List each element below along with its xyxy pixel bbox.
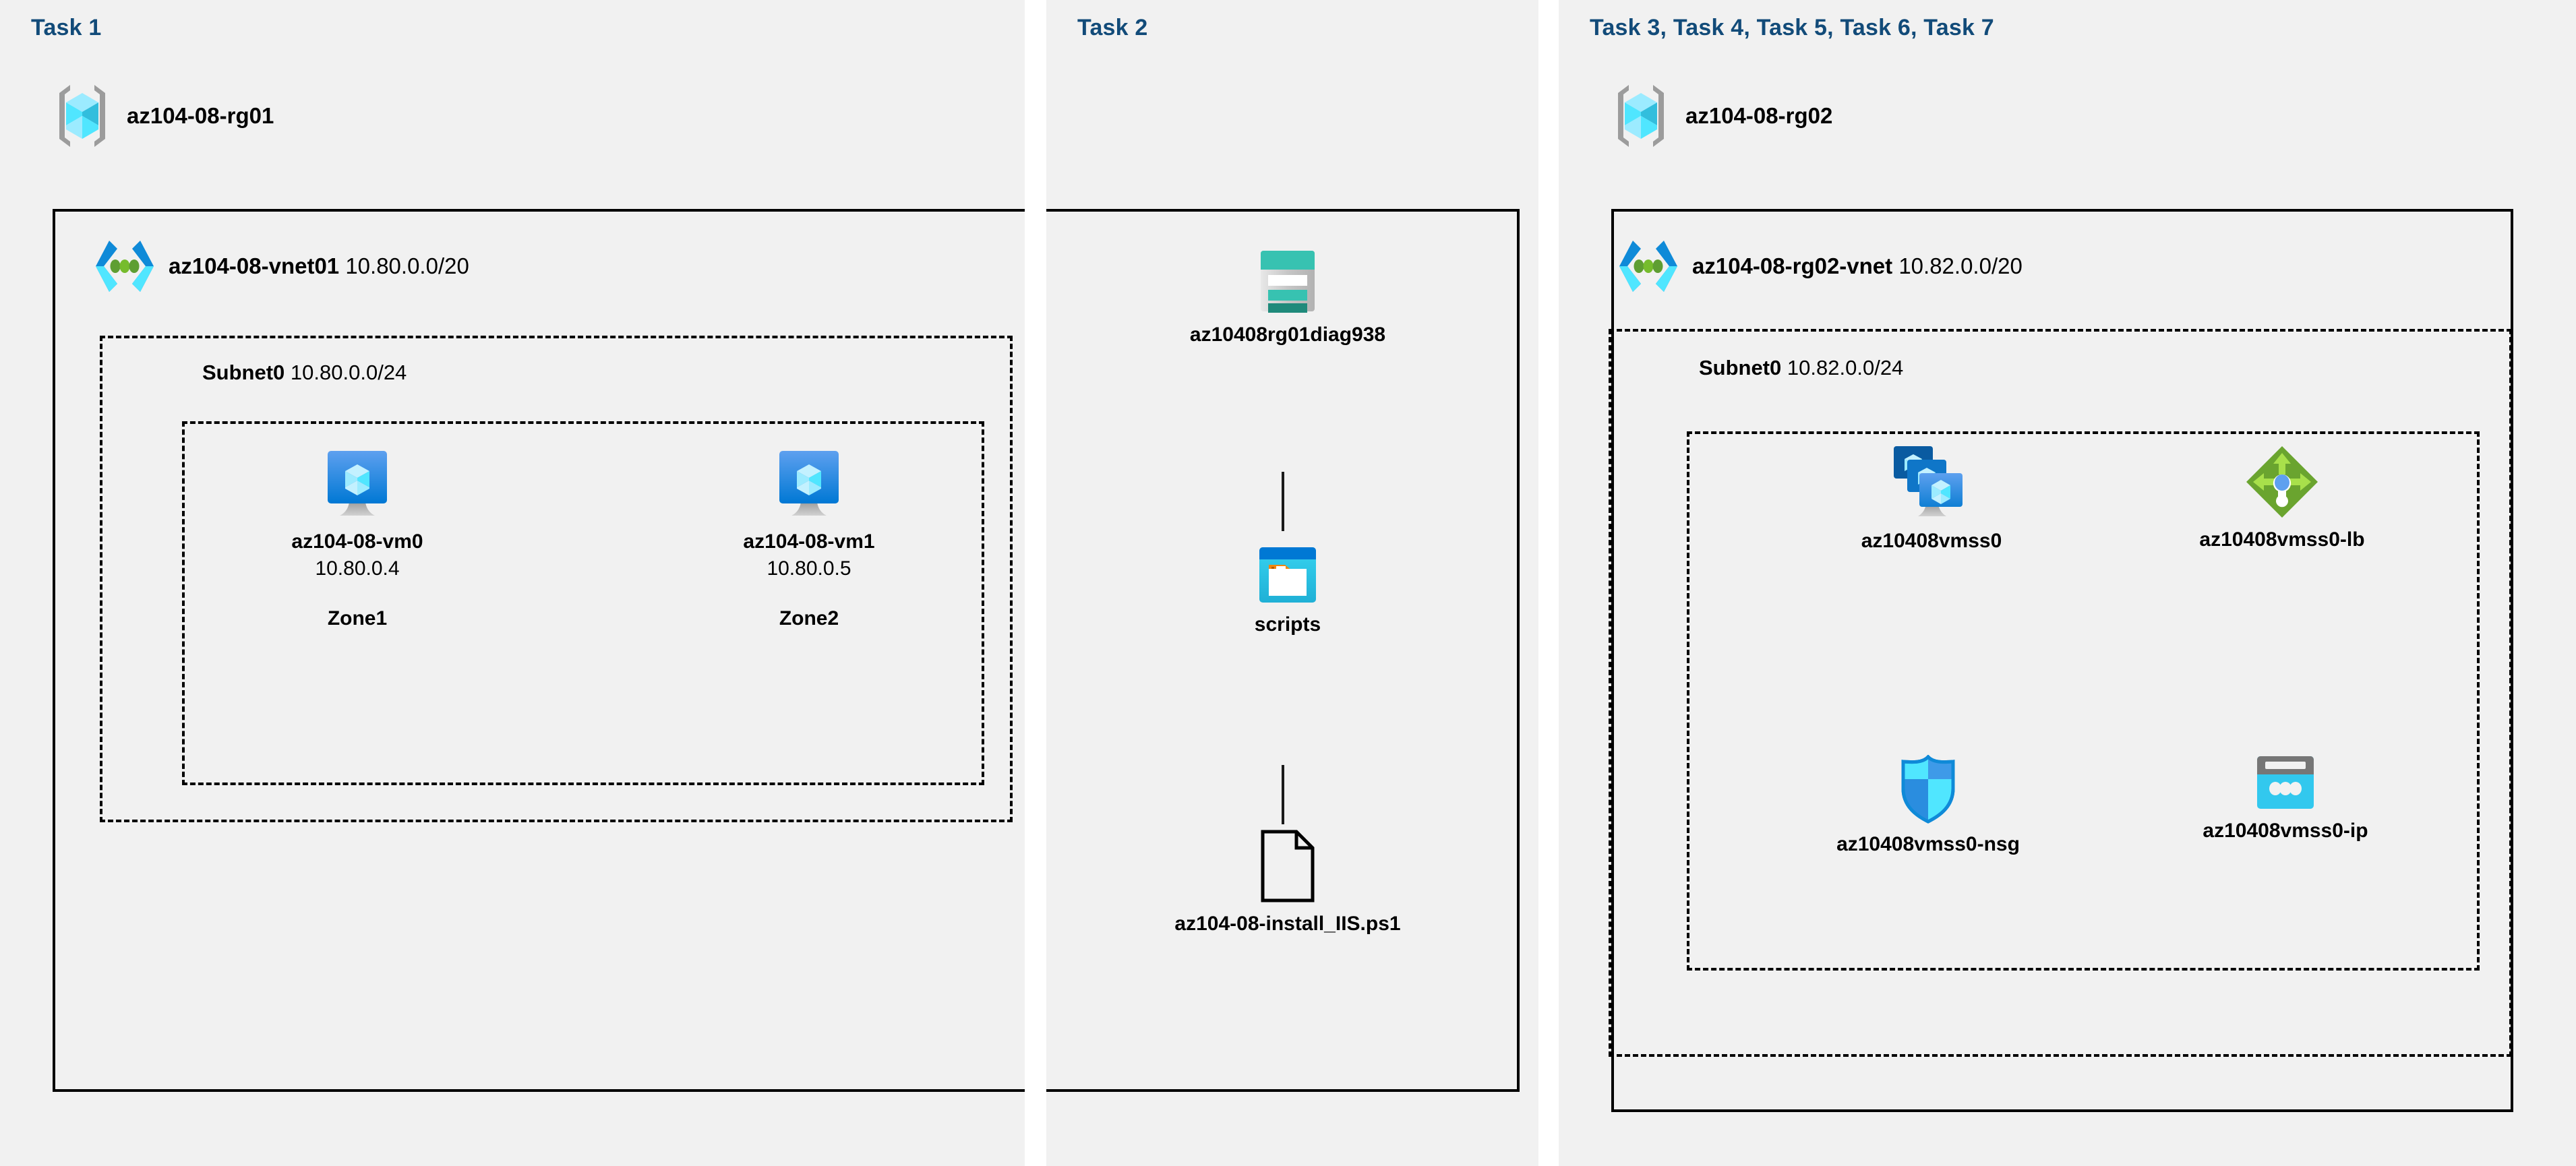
- panel-task-3: [1559, 0, 2576, 1166]
- network-security-group-icon: [1898, 754, 1958, 824]
- subnet-cidr: 10.82.0.0/24: [1787, 356, 1904, 379]
- virtual-machine-icon: [322, 448, 392, 521]
- node-az104-08-vm0: az104-08-vm0 10.80.0.4 Zone1: [222, 448, 492, 630]
- storage-account-icon: [1259, 249, 1316, 314]
- task-3-to-7-label: Task 3, Task 4, Task 5, Task 6, Task 7: [1590, 15, 1994, 40]
- subnet0-vnet01-boundary: [100, 336, 1013, 822]
- node-az104-08-vm1: az104-08-vm1 10.80.0.5 Zone2: [674, 448, 944, 630]
- vm-scale-set-icon: [1890, 445, 1973, 520]
- panel-gap-1: [1025, 0, 1046, 1166]
- node-blob-container-scripts: scripts: [1133, 546, 1443, 636]
- panel-task-1: [0, 0, 1025, 1166]
- network-security-group-name: az10408vmss0-nsg: [1836, 833, 2020, 855]
- node-vm-scale-set: az10408vmss0: [1766, 445, 2097, 553]
- node-network-security-group: az10408vmss0-nsg: [1753, 754, 2103, 856]
- virtual-network-icon: [94, 239, 155, 293]
- virtual-machine-icon: [774, 448, 844, 521]
- connector-scripts-to-script-file: [1282, 765, 1284, 824]
- subnet0-rg02-vnet-boundary: [1609, 329, 2512, 1057]
- vnet-az104-08-rg02-vnet-boundary: [1611, 209, 2513, 1112]
- vmss-resources-boundary: [1687, 431, 2480, 971]
- vnet-title-rg02-vnet: az104-08-rg02-vnet 10.82.0.0/20: [1692, 253, 2023, 279]
- vnet-header-rg02-vnet: az104-08-rg02-vnet 10.82.0.0/20: [1618, 239, 2023, 293]
- load-balancer-name: az10408vmss0-lb: [2199, 528, 2365, 551]
- resource-group-name: az104-08-rg02: [1685, 103, 1833, 128]
- availability-zones-boundary: [182, 421, 984, 785]
- node-public-ip-address: az10408vmss0-ip: [2124, 755, 2447, 842]
- vm-zone: Zone1: [327, 607, 388, 630]
- vm-zone: Zone2: [779, 607, 839, 630]
- vm-ip: 10.80.0.4: [315, 557, 400, 580]
- resource-group-icon: [53, 81, 112, 151]
- vm-ip: 10.80.0.5: [767, 557, 851, 580]
- subnet-name: Subnet0: [202, 361, 285, 384]
- vnet-cidr: 10.82.0.0/20: [1898, 253, 2023, 278]
- virtual-network-icon: [1618, 239, 1679, 293]
- subnet-cidr: 10.80.0.0/24: [290, 361, 407, 384]
- vnet-header-vnet01: az104-08-vnet01 10.80.0.0/20: [94, 239, 469, 293]
- task-2-label: Task 2: [1077, 15, 1148, 40]
- storage-account-name: az10408rg01diag938: [1189, 324, 1386, 346]
- vnet-name: az104-08-vnet01: [169, 253, 340, 278]
- public-ip-address-name: az10408vmss0-ip: [2203, 820, 2368, 842]
- node-load-balancer: az10408vmss0-lb: [2117, 445, 2447, 551]
- blob-container-icon: [1258, 546, 1317, 604]
- task-1-label: Task 1: [31, 15, 102, 40]
- vnet-title-vnet01: az104-08-vnet01 10.80.0.0/20: [169, 253, 469, 279]
- vm-name: az104-08-vm1: [743, 530, 875, 553]
- public-ip-address-icon: [2254, 755, 2316, 810]
- subnet0-rg02-vnet-caption: Subnet0 10.82.0.0/24: [1699, 356, 1903, 380]
- vm-scale-set-name: az10408vmss0: [1861, 530, 2002, 552]
- resource-group-rg02: az104-08-rg02: [1611, 81, 1832, 151]
- panel-gap-2: [1538, 0, 1559, 1166]
- vnet-cidr: 10.80.0.0/20: [345, 253, 469, 278]
- load-balancer-icon: [2245, 445, 2319, 519]
- subnet-name: Subnet0: [1699, 356, 1782, 379]
- vnet-name: az104-08-rg02-vnet: [1692, 253, 1893, 278]
- resource-group-rg01: az104-08-rg01: [53, 81, 274, 151]
- node-storage-account: az10408rg01diag938: [1133, 249, 1443, 346]
- blob-container-name: scripts: [1254, 613, 1321, 636]
- vm-name: az104-08-vm0: [291, 530, 423, 553]
- node-script-file: az104-08-install_IIS.ps1: [1133, 829, 1443, 935]
- resource-group-icon: [1611, 81, 1671, 151]
- resource-group-name: az104-08-rg01: [127, 103, 274, 128]
- script-file-icon: [1259, 829, 1317, 903]
- vnet-az104-08-vnet01-boundary: [53, 209, 1520, 1092]
- subnet0-vnet01-caption: Subnet0 10.80.0.0/24: [202, 361, 407, 385]
- script-file-name: az104-08-install_IIS.ps1: [1174, 913, 1401, 935]
- connector-storage-to-scripts: [1282, 472, 1284, 531]
